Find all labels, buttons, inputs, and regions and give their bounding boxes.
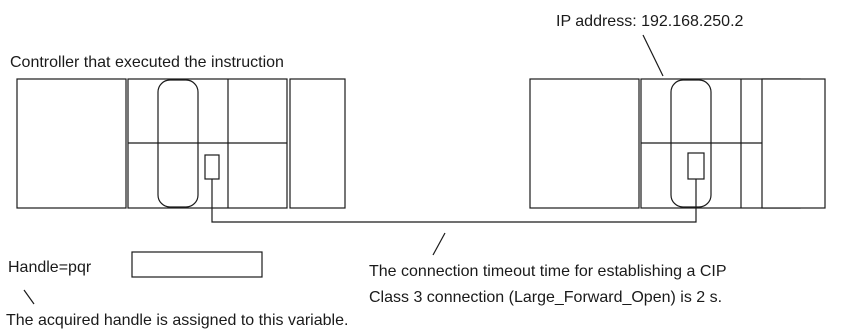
left-controller-ethernet-port <box>204 154 220 180</box>
handle-label: Handle=pqr <box>8 259 92 276</box>
handle-leader-line <box>23 289 35 305</box>
timeout-label-line2: Class 3 connection (Large_Forward_Open) … <box>369 289 722 306</box>
right-controller <box>529 78 826 209</box>
ip-address-leader-line <box>642 34 664 77</box>
left-controller <box>16 78 346 209</box>
timeout-leader-line <box>432 232 446 256</box>
right-controller-io-unit <box>761 78 826 209</box>
right-controller-power-unit <box>529 78 640 209</box>
left-controller-power-unit <box>16 78 127 209</box>
handle-variable-box <box>131 251 263 278</box>
timeout-label-line1: The connection timeout time for establis… <box>369 263 727 280</box>
ip-address-label: IP address: 192.168.250.2 <box>556 13 744 30</box>
handle-note-label: The acquired handle is assigned to this … <box>6 312 348 329</box>
left-controller-io-unit <box>289 78 346 209</box>
left-controller-label: Controller that executed the instruction <box>10 54 284 71</box>
ethernet-cable <box>211 179 697 223</box>
right-controller-ethernet-port <box>687 152 705 180</box>
